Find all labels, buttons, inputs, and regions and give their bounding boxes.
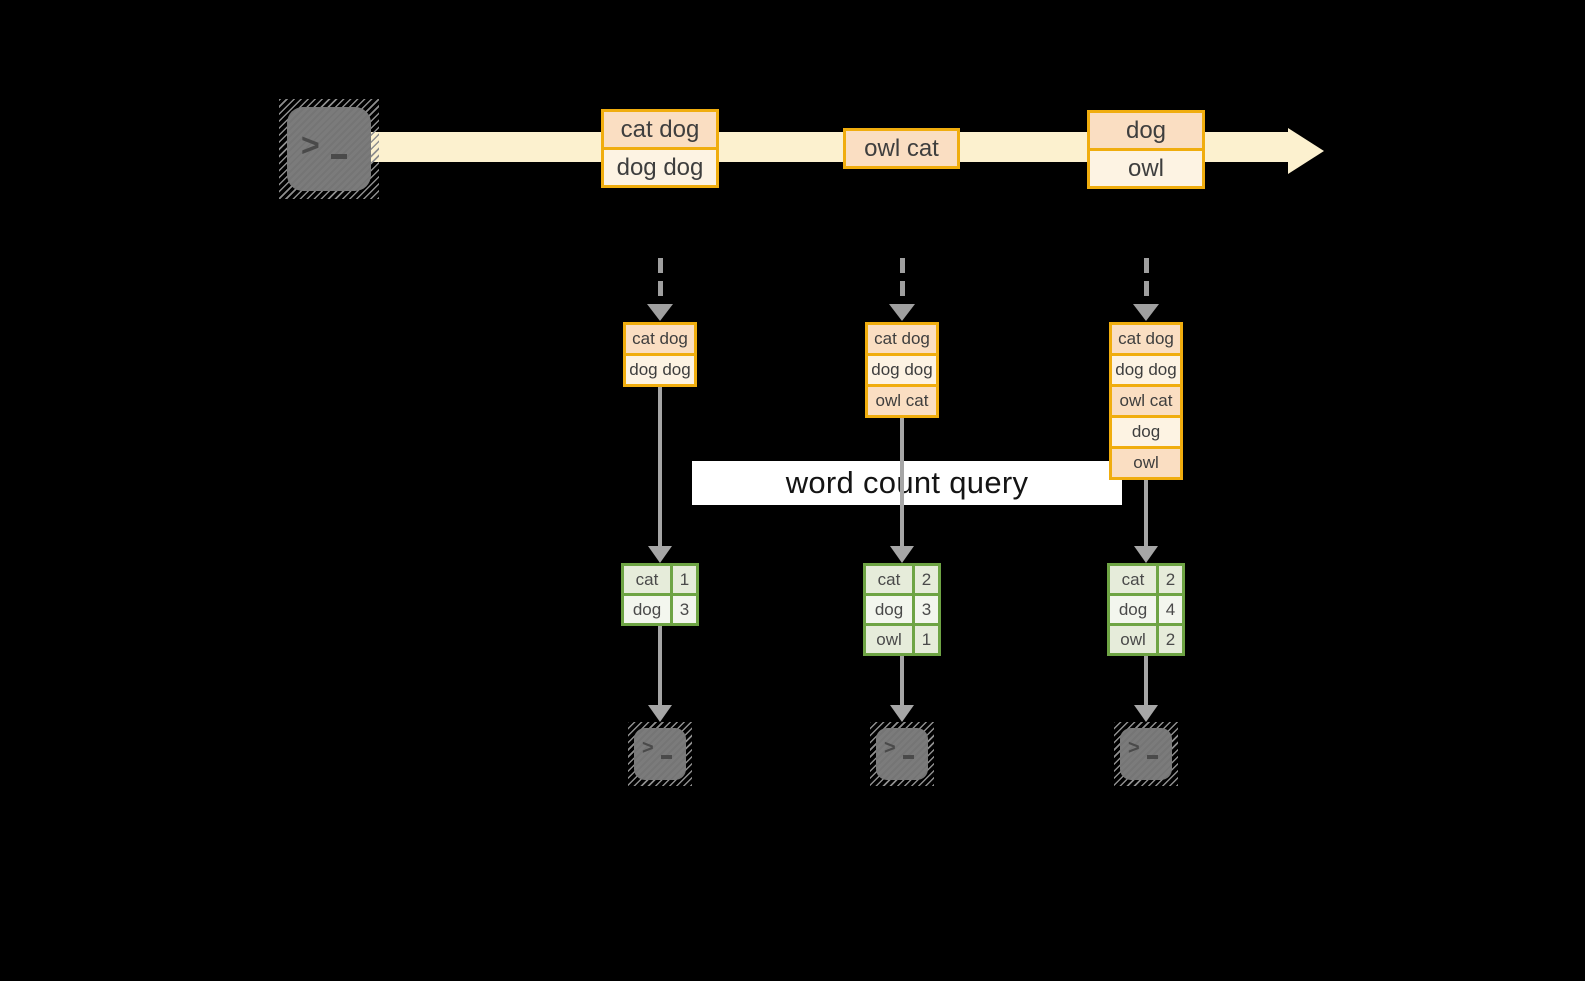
result-table-1: cat 1 dog 3 — [621, 563, 699, 626]
arrow-head-icon — [1134, 705, 1158, 722]
count-cell: 2 — [1159, 626, 1182, 653]
state-row: cat dog — [868, 325, 936, 353]
connector-line — [900, 418, 904, 546]
stream-arrow-head — [1288, 128, 1324, 174]
input-state-2: cat dog dog dog owl cat — [865, 322, 939, 418]
word-cell: owl — [1110, 626, 1156, 653]
stream-batch-1: cat dog dog dog — [601, 109, 719, 188]
connector-line — [900, 656, 904, 705]
stream-batch-2: owl cat — [843, 128, 960, 169]
terminal-screen: > — [634, 728, 686, 780]
connector-line — [658, 387, 662, 546]
word-cell: cat — [866, 566, 912, 593]
result-table-2: cat 2 dog 3 owl 1 — [863, 563, 941, 656]
count-cell: 1 — [915, 626, 938, 653]
arrow-head-icon — [890, 546, 914, 563]
arrow-head-icon — [890, 705, 914, 722]
stream-event: owl cat — [846, 131, 957, 166]
input-state-3: cat dog dog dog owl cat dog owl — [1109, 322, 1183, 480]
state-row: dog dog — [626, 356, 694, 384]
count-cell: 4 — [1159, 596, 1182, 623]
count-cell: 3 — [915, 596, 938, 623]
prompt-underscore-icon — [903, 755, 914, 759]
arrow-head-icon — [648, 546, 672, 563]
word-cell: dog — [866, 596, 912, 623]
prompt-chevron-icon: > — [642, 737, 654, 759]
connector-line — [658, 626, 662, 705]
state-row: owl cat — [1112, 387, 1180, 415]
table-row: owl 1 — [866, 626, 938, 653]
prompt-chevron-icon: > — [301, 127, 320, 163]
table-row: owl 2 — [1110, 626, 1182, 653]
sink-terminal-icon: > — [628, 722, 692, 786]
count-cell: 2 — [1159, 566, 1182, 593]
word-cell: cat — [624, 566, 670, 593]
table-row: cat 2 — [1110, 566, 1182, 593]
count-cell: 3 — [673, 596, 696, 623]
sink-terminal-icon: > — [870, 722, 934, 786]
arrow-head-icon — [1134, 546, 1158, 563]
stream-batch-3: dog owl — [1087, 110, 1205, 189]
count-cell: 2 — [915, 566, 938, 593]
stream-event: dog — [1090, 113, 1202, 148]
input-state-1: cat dog dog dog — [623, 322, 697, 387]
terminal-screen: > — [1120, 728, 1172, 780]
state-row: owl — [1112, 449, 1180, 477]
query-label: word count query — [692, 461, 1122, 505]
prompt-underscore-icon — [331, 154, 347, 159]
table-row: cat 1 — [624, 566, 696, 593]
state-row: cat dog — [1112, 325, 1180, 353]
connector-line — [1144, 656, 1148, 705]
word-cell: cat — [1110, 566, 1156, 593]
state-row: dog dog — [1112, 356, 1180, 384]
word-cell: dog — [1110, 596, 1156, 623]
stream-event: owl — [1090, 151, 1202, 186]
state-row: dog — [1112, 418, 1180, 446]
prompt-chevron-icon: > — [884, 737, 896, 759]
dashed-arrow-icon — [646, 258, 674, 321]
source-terminal-icon: > — [279, 99, 379, 199]
dashed-arrow-icon — [888, 258, 916, 321]
table-row: dog 3 — [624, 596, 696, 623]
prompt-chevron-icon: > — [1128, 737, 1140, 759]
result-table-3: cat 2 dog 4 owl 2 — [1107, 563, 1185, 656]
word-cell: owl — [866, 626, 912, 653]
sink-terminal-icon: > — [1114, 722, 1178, 786]
stream-event: cat dog — [604, 112, 716, 147]
dashed-arrow-icon — [1132, 258, 1160, 321]
state-row: cat dog — [626, 325, 694, 353]
terminal-screen: > — [876, 728, 928, 780]
stream-event: dog dog — [604, 150, 716, 185]
prompt-underscore-icon — [1147, 755, 1158, 759]
table-row: cat 2 — [866, 566, 938, 593]
prompt-underscore-icon — [661, 755, 672, 759]
table-row: dog 4 — [1110, 596, 1182, 623]
state-row: owl cat — [868, 387, 936, 415]
word-cell: dog — [624, 596, 670, 623]
arrow-head-icon — [648, 705, 672, 722]
count-cell: 1 — [673, 566, 696, 593]
connector-line — [1144, 480, 1148, 546]
table-row: dog 3 — [866, 596, 938, 623]
state-row: dog dog — [868, 356, 936, 384]
terminal-screen: > — [287, 107, 371, 191]
